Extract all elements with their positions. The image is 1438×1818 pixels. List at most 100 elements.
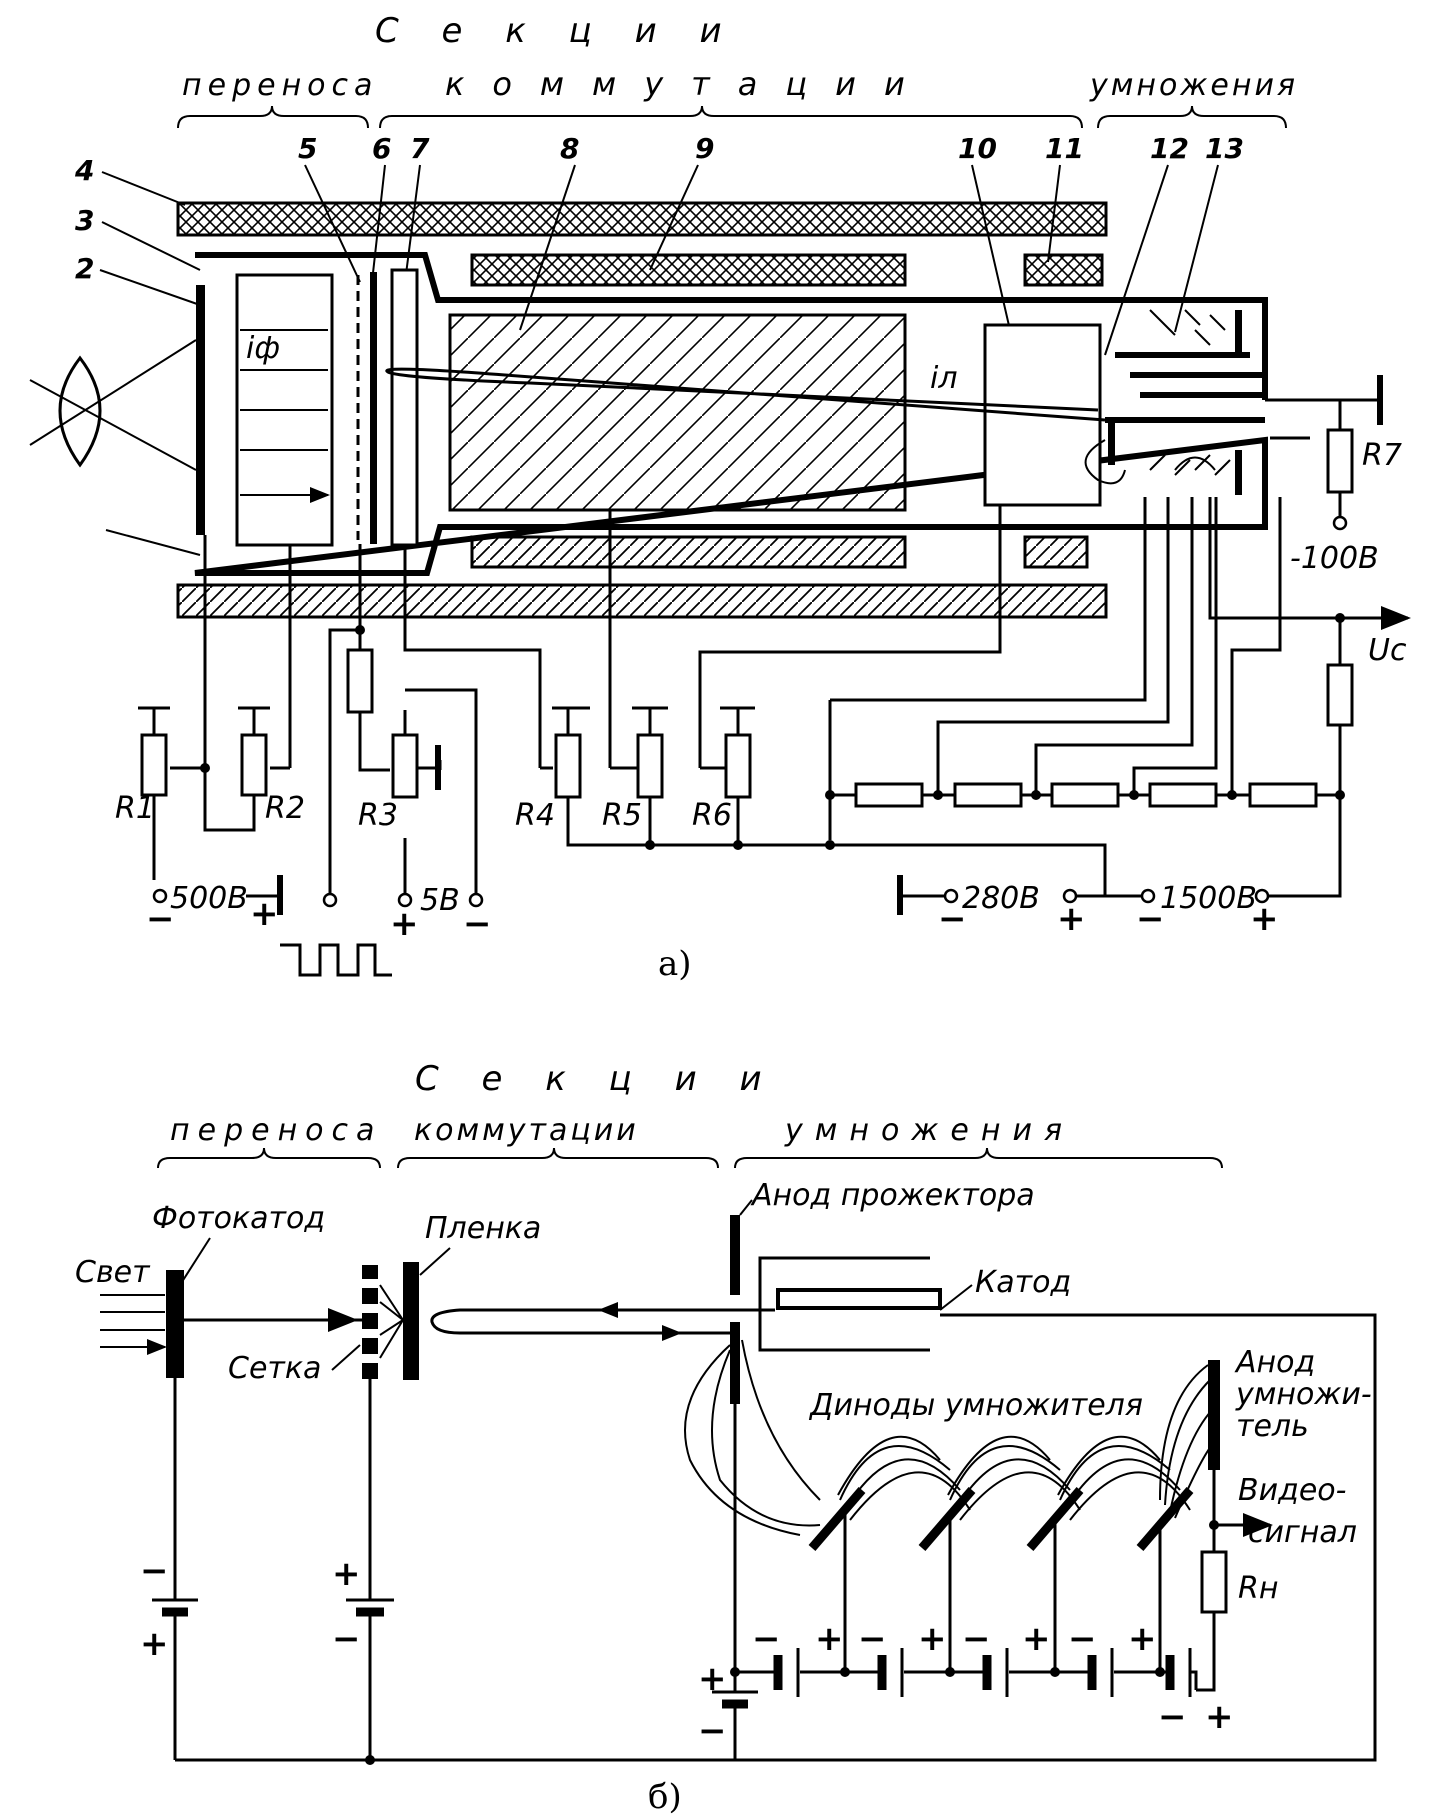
svg-text:+: + [918, 1619, 947, 1659]
resistor-r1 [140, 733, 168, 797]
photocathode [166, 1270, 184, 1378]
junction-r3 [355, 625, 365, 635]
leader-film [419, 1247, 451, 1276]
a-section-multiply: умножения [1089, 68, 1298, 103]
chain-signs: −+ −+ −+ −+ −+ [752, 1619, 1234, 1737]
film-target [403, 1262, 419, 1380]
callout-9: 9 [695, 132, 714, 165]
callout-2: 2 [75, 252, 94, 285]
light-arrows [100, 1294, 165, 1347]
svg-text:−: − [1158, 1697, 1187, 1737]
sign-minus-1500v: − [1136, 899, 1165, 939]
leader-cathode [939, 1284, 973, 1311]
coil-top [176, 201, 1108, 237]
junction-video [1209, 1520, 1219, 1530]
b-title: С е к ц и и [415, 1059, 778, 1099]
label-photocathode: Фотокатод [152, 1201, 325, 1236]
callout-8: 8 [560, 132, 579, 165]
multiplier-anode [1208, 1360, 1220, 1470]
chain-to-load [1190, 1670, 1198, 1690]
junction-d4 [1155, 1667, 1165, 1677]
junction-chain-1 [933, 790, 943, 800]
photocurrent-arrows [240, 329, 328, 495]
wire-1500v-plus [1268, 795, 1342, 898]
label-280v: 280В [962, 881, 1040, 916]
projector-anode-top [730, 1215, 740, 1295]
leader-photocathode [179, 1237, 211, 1286]
output-resistor [1326, 663, 1354, 727]
a-section-transfer: переноса [182, 68, 378, 103]
label-minus100v: -100В [1290, 541, 1379, 576]
callout-12: 12 [1150, 132, 1189, 165]
sign-plus-b2: + [332, 1554, 361, 1594]
callout-3: 3 [75, 204, 94, 237]
coil-lower [470, 535, 907, 569]
a-brace-multiply [1097, 105, 1287, 129]
target-6 [370, 272, 377, 544]
callout-13: 13 [1205, 132, 1244, 165]
label-load: Rн [1238, 1571, 1278, 1606]
dynode-trajectories [684, 1339, 1213, 1536]
terminal-280v [943, 888, 959, 904]
svg-text:−: − [1068, 1619, 1097, 1659]
diagram-a: С е к ц и и переноса коммутации умножени… [29, 11, 1411, 984]
grid-mesh [362, 1265, 378, 1379]
a-brace-switching [379, 105, 1083, 129]
resistor-r4 [554, 733, 582, 799]
electrode-8 [448, 313, 907, 512]
label-5v: 5В [420, 883, 460, 918]
junction-chain-3 [1129, 790, 1139, 800]
callout-4: 4 [74, 154, 94, 187]
resistor-r2 [240, 733, 268, 797]
label-r1: R1 [115, 791, 155, 826]
resistor-r6 [724, 733, 752, 799]
pulse-waveform [280, 943, 392, 977]
sign-minus-b3: − [698, 1711, 727, 1751]
coil-11 [1023, 253, 1104, 287]
r4-r6-wiring [540, 706, 1107, 898]
callout-7: 7 [410, 132, 430, 165]
b-section-transfer: переноса [170, 1113, 382, 1148]
sign-minus-500v: − [146, 899, 175, 939]
junction-d3 [1050, 1667, 1060, 1677]
svg-text:+: + [1128, 1619, 1157, 1659]
label-light: Свет [75, 1255, 151, 1290]
sign-minus-b1: − [140, 1551, 169, 1591]
divider-r1 [854, 782, 924, 808]
r7-wires [1265, 398, 1380, 440]
b-brace-switching [397, 1147, 719, 1169]
label-1500v: 1500В [1160, 881, 1257, 916]
leader-projector-anode [739, 1199, 753, 1216]
divider-r2 [953, 782, 1023, 808]
electron-beam [385, 367, 1106, 422]
label-video-1: Видео- [1238, 1473, 1346, 1508]
label-uc: Uc [1368, 633, 1407, 668]
junction-r1 [200, 763, 210, 773]
coil-lower-small [1023, 535, 1089, 569]
svg-text:−: − [858, 1619, 887, 1659]
terminal-100v [1332, 515, 1348, 531]
anode-wire [1196, 1470, 1216, 1692]
b-section-switching: коммутации [414, 1113, 639, 1148]
caption-a: а) [658, 944, 692, 984]
terminal-5v-minus [468, 892, 484, 908]
divider-taps [828, 497, 1282, 840]
label-grid: Сетка [228, 1351, 321, 1386]
a-section-switching: коммутации [445, 65, 933, 103]
label-r7: R7 [1362, 438, 1402, 473]
resistor-r3 [391, 733, 419, 799]
divider-r5 [1248, 782, 1318, 808]
coil-9 [470, 253, 907, 287]
label-video-2: сигнал [1248, 1515, 1357, 1550]
label-iph: iф [246, 331, 280, 366]
electrode-7 [390, 268, 419, 547]
b-brace-transfer [157, 1147, 381, 1169]
label-r4: R4 [515, 798, 555, 833]
label-cathode: Катод [975, 1265, 1071, 1300]
label-r6: R6 [692, 798, 732, 833]
lead-electrode7 [403, 545, 542, 768]
label-r3: R3 [358, 798, 398, 833]
junction-d1 [840, 1667, 850, 1677]
cathode-wire [185, 1313, 1377, 1762]
